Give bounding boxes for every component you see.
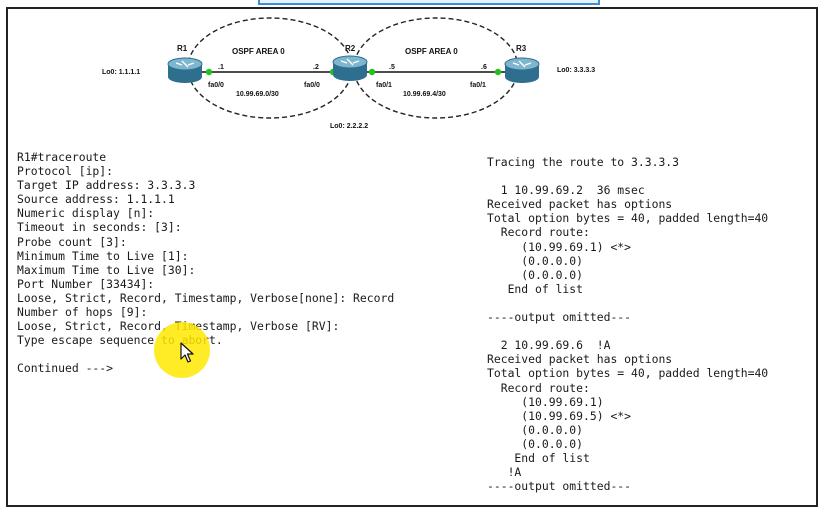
cli-line: 2 10.99.69.6 !A [487,338,611,353]
network-topology-diagram: OSPF AREA 0 OSPF AREA 0 R1 R2 R3 Lo0: 1.… [102,17,595,130]
terminal-output-right: Tracing the route to 3.3.3.3​ 1 10.99.69… [487,155,768,493]
r1-host-label: .1 [218,64,224,71]
cli-line: Record route: [487,225,590,240]
ospf-area-right [353,17,519,119]
cli-line: End of list [487,450,590,465]
cli-line: Source address: 1.1.1.1 [17,192,175,207]
r1-fa00-label: fa0/0 [208,82,224,89]
cli-line: Target IP address: 3.3.3.3 [17,178,196,193]
cli-line: ----output omitted--- [487,479,632,494]
cli-line: (10.99.69.1) [487,394,604,409]
window-top-accent [258,0,600,5]
cli-line: Probe count [3]: [17,234,127,249]
cli-line: Loose, Strict, Record, Timestamp, Verbos… [17,290,395,305]
r1-fa00-dot [205,68,213,76]
mouse-pointer-icon [180,342,194,363]
cli-line: Minimum Time to Live [1]: [17,248,189,263]
ospf-area-right-label: OSPF AREA 0 [405,47,458,56]
cli-line: !A [487,465,522,480]
r3-host-label: .6 [481,64,487,71]
cli-line: End of list [487,281,584,296]
cli-line: (10.99.69.5) <*> [487,408,632,423]
cli-line: Tracing the route to 3.3.3.3 [487,155,680,169]
cli-line: Timeout in seconds: [3]: [17,220,182,235]
router-r3-loopback: Lo0: 3.3.3.3 [557,67,595,74]
cli-line: R1#traceroute [17,150,107,164]
r2-fa01-label: fa0/1 [376,82,392,89]
cli-line: (0.0.0.0) [487,436,584,451]
cli-line: Number of hops [9]: [17,305,148,320]
r2-fa00-label: fa0/0 [304,82,320,89]
cli-line: Maximum Time to Live [30]: [17,262,196,277]
cli-line: ----output omitted--- [487,310,632,325]
r2-fa01-dot [368,68,376,76]
router-r1 [167,57,203,83]
router-r2-loopback: Lo0: 2.2.2.2 [330,123,368,130]
link-r2-r3-subnet: 10.99.69.4/30 [403,91,446,98]
cli-line: (0.0.0.0) [487,253,584,268]
r3-fa01-label: fa0/1 [470,82,486,89]
cli-line: (0.0.0.0) [487,422,584,437]
cli-line: Received packet has options [487,352,673,367]
cli-line: Total option bytes = 40, padded length=4… [487,211,769,226]
router-r3 [504,57,540,83]
cli-line: ​ [487,169,768,183]
cli-line: Port Number [33434]: [17,276,155,291]
router-r1-name: R1 [177,44,188,53]
cli-line: 1 10.99.69.2 36 msec [487,183,645,198]
ospf-area-left [187,17,353,119]
cli-line: (0.0.0.0) [487,267,584,282]
slide-frame [6,7,818,507]
r2-host-label-right: .5 [389,64,395,71]
cli-line: Total option bytes = 40, padded length=4… [487,366,769,381]
link-r1-r2-subnet: 10.99.69.0/30 [236,91,279,98]
cli-line: ​ [487,296,768,310]
cli-line: Continued ---> [17,361,114,376]
cli-line: (10.99.69.1) <*> [487,239,632,254]
r2-host-label-left: .2 [313,64,319,71]
cli-line: Received packet has options [487,197,673,212]
router-r2 [332,55,368,81]
router-r2-name: R2 [345,44,356,53]
router-r1-loopback: Lo0: 1.1.1.1 [102,69,140,76]
router-r3-name: R3 [516,44,527,53]
ospf-area-left-label: OSPF AREA 0 [232,47,285,56]
cli-line: Loose, Strict, Record, Timestamp, Verbos… [17,319,340,334]
r3-fa01-dot [494,68,502,76]
cli-line: Numeric display [n]: [17,206,155,221]
cli-line: ​ [487,324,768,338]
cli-line: Record route: [487,380,590,395]
cli-line: Protocol [ip]: [17,164,114,179]
